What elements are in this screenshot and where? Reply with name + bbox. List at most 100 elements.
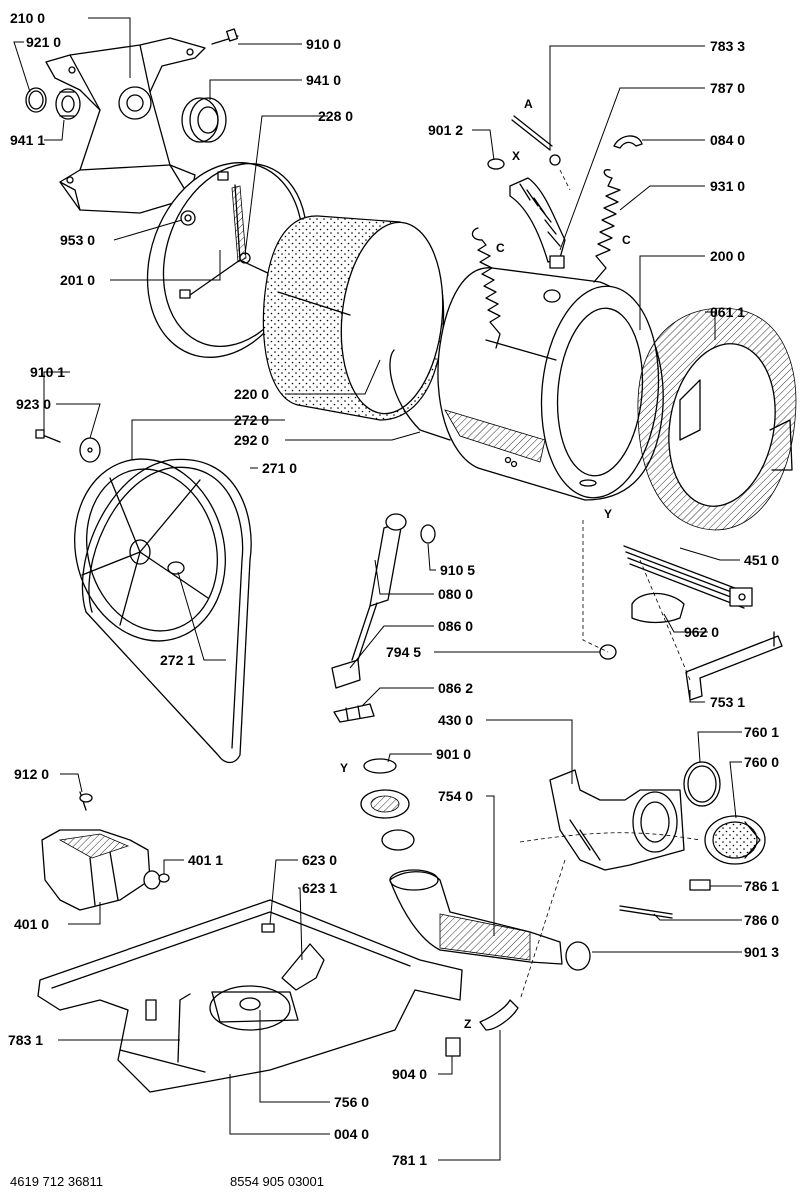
callout-754-0: 754 0 <box>438 788 473 804</box>
small-bearing-part <box>55 88 81 120</box>
spring-left-part <box>471 227 501 349</box>
letter-c-right: C <box>622 233 631 247</box>
assembly-dashes <box>519 169 701 1001</box>
callout-921-0: 921 0 <box>26 34 61 50</box>
pulley-part <box>74 458 226 642</box>
callout-910-5: 910 5 <box>440 562 475 578</box>
callout-910-0: 910 0 <box>306 36 341 52</box>
callout-084-0: 084 0 <box>710 132 745 148</box>
motor-screw-part <box>79 791 93 811</box>
letter-y-tub: Y <box>604 507 612 521</box>
counterweight-part <box>637 307 797 531</box>
letter-x: X <box>512 149 520 163</box>
washer-part <box>79 437 101 463</box>
callout-781-1: 781 1 <box>392 1152 427 1168</box>
letter-y-bellows: Y <box>340 761 348 775</box>
callout-200-0: 200 0 <box>710 248 745 264</box>
callout-061-1: 061 1 <box>710 304 745 320</box>
pump-filter-part <box>704 815 766 865</box>
large-bearing-part <box>181 97 227 143</box>
callout-941-1: 941 1 <box>10 132 45 148</box>
pad-part <box>613 135 643 149</box>
callout-623-0: 623 0 <box>302 852 337 868</box>
base-plate-part <box>37 899 463 1093</box>
support-bracket-part <box>685 631 783 701</box>
pulley-bolt-part <box>167 561 185 575</box>
short-hose-part <box>479 999 519 1031</box>
callout-004-0: 004 0 <box>334 1126 369 1142</box>
drum-spider-part <box>45 37 206 214</box>
drive-belt-part <box>81 458 252 764</box>
callout-401-1: 401 1 <box>188 852 223 868</box>
base-bracket-part <box>281 943 325 991</box>
callout-086-2: 086 2 <box>438 680 473 696</box>
callout-962-0: 962 0 <box>684 624 719 640</box>
callout-910-1: 910 1 <box>30 364 65 380</box>
callout-753-1: 753 1 <box>710 694 745 710</box>
foot-part <box>261 923 275 933</box>
callout-228-0: 228 0 <box>318 108 353 124</box>
callout-201-0: 201 0 <box>60 272 95 288</box>
screw-part <box>211 28 239 45</box>
motor-nut-part <box>158 873 170 883</box>
callout-786-0: 786 0 <box>744 912 779 928</box>
shock-absorber-part <box>331 513 407 689</box>
tub-hose-part <box>509 177 566 269</box>
callout-923-0: 923 0 <box>16 396 51 412</box>
callout-953-0: 953 0 <box>60 232 95 248</box>
callout-787-0: 787 0 <box>710 80 745 96</box>
callout-292-0: 292 0 <box>234 432 269 448</box>
callout-210-0: 210 0 <box>10 10 45 26</box>
callout-272-1: 272 1 <box>160 652 195 668</box>
callout-912-0: 912 0 <box>14 766 49 782</box>
pressure-pin-part <box>511 115 561 166</box>
damper-bracket-part <box>333 703 375 723</box>
pin-small-part <box>689 879 711 891</box>
callout-760-0: 760 0 <box>744 754 779 770</box>
callout-783-1: 783 1 <box>8 1032 43 1048</box>
callout-401-0: 401 0 <box>14 916 49 932</box>
screw-left-part <box>35 429 61 443</box>
callout-623-1: 623 1 <box>302 880 337 896</box>
callout-901-3: 901 3 <box>744 944 779 960</box>
callout-786-1: 786 1 <box>744 878 779 894</box>
drain-plug-part <box>445 1037 461 1057</box>
bellows-seal-part <box>360 789 415 851</box>
drain-pump-part <box>549 769 685 871</box>
footer-left-code: 4619 712 36811 <box>10 1174 103 1189</box>
callout-941-0: 941 0 <box>306 72 341 88</box>
motor-part <box>41 829 161 911</box>
callout-904-0: 904 0 <box>392 1066 427 1082</box>
callout-783-3: 783 3 <box>710 38 745 54</box>
callout-756-0: 756 0 <box>334 1094 369 1110</box>
leader-lines <box>13 17 742 1161</box>
callout-labels: 210 0 921 0 910 0 941 0 941 1 228 0 953 … <box>8 10 779 1168</box>
hose-clamp-part <box>565 941 591 971</box>
switch-rod-part <box>145 993 191 1063</box>
footer-right-code: 8554 905 03001 <box>230 1174 324 1189</box>
callout-086-0: 086 0 <box>438 618 473 634</box>
sump-hose-part <box>389 869 563 965</box>
pump-pin-part <box>619 905 673 919</box>
heater-element-part <box>623 545 753 609</box>
callout-901-0: 901 0 <box>436 746 471 762</box>
callout-430-0: 430 0 <box>438 712 473 728</box>
spring-right-part <box>593 169 621 283</box>
letter-z: Z <box>464 1017 471 1031</box>
callout-901-2: 901 2 <box>428 122 463 138</box>
callout-451-0: 451 0 <box>744 552 779 568</box>
front-tub-part <box>437 267 664 501</box>
callout-271-0: 271 0 <box>262 460 297 476</box>
letter-c-left: C <box>496 241 505 255</box>
bellows-clamp-part <box>363 758 397 774</box>
callout-080-0: 080 0 <box>438 586 473 602</box>
heater-clip-part <box>631 592 685 624</box>
pump-o-ring-part <box>683 761 721 807</box>
callout-931-0: 931 0 <box>710 178 745 194</box>
ring-part <box>420 524 436 544</box>
callout-794-5: 794 5 <box>386 644 421 660</box>
callout-220-0: 220 0 <box>234 386 269 402</box>
callout-760-1: 760 1 <box>744 724 779 740</box>
letter-a: A <box>524 97 533 111</box>
